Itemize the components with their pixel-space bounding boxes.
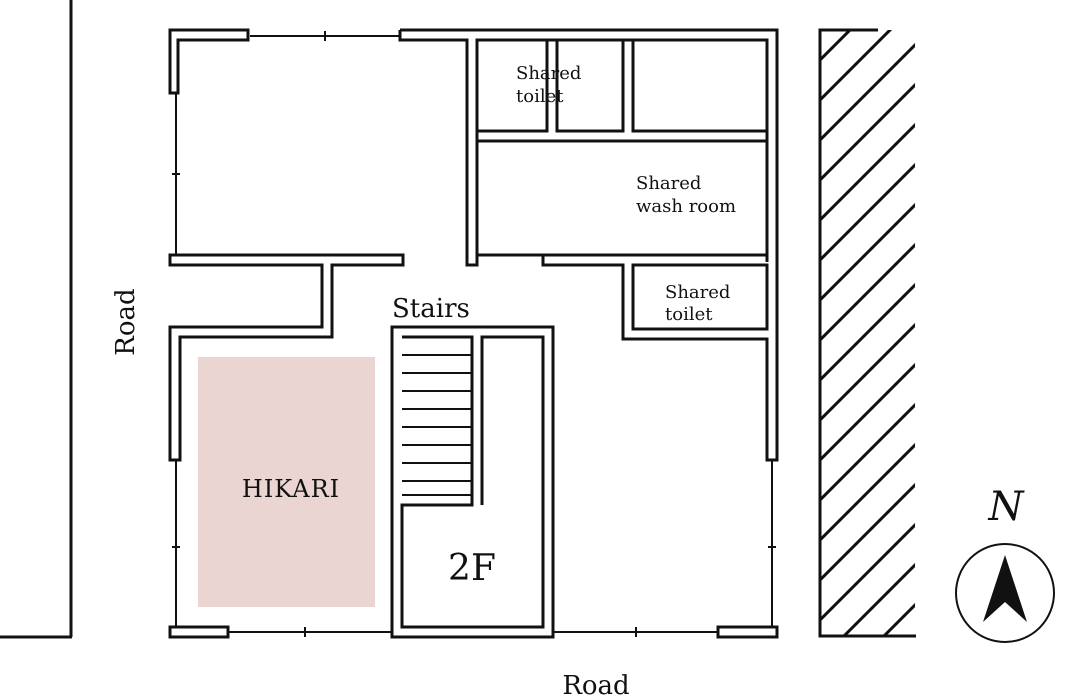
shared-toilet-top-label-2: toilet [516, 86, 564, 107]
stairs-label: Stairs [392, 294, 470, 324]
compass-label: N [988, 484, 1026, 530]
walls [168, 28, 779, 639]
road-label-south: Road [562, 671, 629, 700]
neighbor-hatch [818, 28, 916, 638]
floor-label: 2F [448, 548, 496, 589]
shared-wash-label-2: wash room [636, 196, 736, 217]
stair-treads [402, 354, 472, 496]
shared-toilet-top-label-1: Shared [516, 63, 581, 84]
road-boundary-west [0, 0, 73, 639]
room-label-hikari: HIKARI [242, 475, 340, 503]
north-arrow-icon: N [955, 484, 1055, 643]
road-label-west: Road [111, 288, 141, 355]
shared-wash-label-1: Shared [636, 173, 701, 194]
shared-toilet-right-label-1: Shared [665, 282, 730, 303]
shared-toilet-right-label-2: toilet [665, 304, 713, 325]
room-hikari[interactable] [198, 357, 375, 607]
